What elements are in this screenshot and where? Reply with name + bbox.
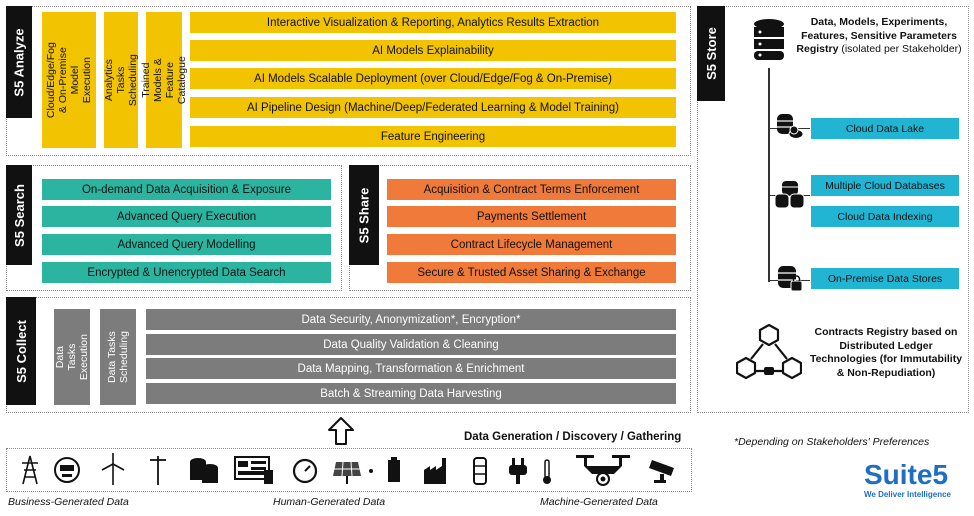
store-tree-line (768, 68, 770, 282)
up-arrow-icon (328, 417, 354, 445)
search-bar-acquisition[interactable]: On-demand Data Acquisition & Exposure (42, 179, 331, 200)
utility-pole-icon (150, 456, 166, 485)
collect-bar-quality[interactable]: Data Quality Validation & Cleaning (146, 334, 676, 355)
battery-device-icon (388, 457, 400, 482)
solar-panel-icon (333, 461, 361, 484)
collect-tab[interactable]: S5 Collect (6, 297, 36, 405)
share-bar-contract-terms[interactable]: Acquisition & Contract Terms Enforcement (387, 179, 676, 200)
electric-meter-icon (54, 457, 80, 483)
small-sensor-icon (369, 469, 373, 473)
brand-name: Suite5 (864, 459, 949, 490)
cctv-camera-icon (649, 460, 674, 483)
analyze-bar-feature-engineering[interactable]: Feature Engineering (190, 126, 676, 147)
store-on-premise-data-stores[interactable]: On-Premise Data Stores (811, 268, 959, 289)
store-tab[interactable]: S5 Store (697, 6, 725, 101)
contracts-title: Contracts Registry based on Distributed … (809, 326, 958, 366)
data-tasks-execution-box[interactable]: Data Tasks Execution (54, 309, 90, 405)
contracts-note: (for Immutability & Non-Repudiation) (836, 353, 963, 379)
analyze-bar-pipeline[interactable]: AI Pipeline Design (Machine/Deep/Federat… (190, 97, 676, 118)
search-bar-query-execution[interactable]: Advanced Query Execution (42, 206, 331, 227)
machine-generated-label: Machine-Generated Data (540, 496, 658, 508)
search-bar-data-search[interactable]: Encrypted & Unencrypted Data Search (42, 262, 331, 283)
analyze-bar-deployment[interactable]: AI Models Scalable Deployment (over Clou… (190, 68, 676, 89)
search-bar-query-modelling[interactable]: Advanced Query Modelling (42, 234, 331, 255)
registry-line-3: Registry (796, 43, 839, 56)
store-cloud-data-indexing[interactable]: Cloud Data Indexing (811, 206, 959, 227)
plug-icon (509, 458, 527, 484)
registry-text: Data, Models, Experiments, Features, Sen… (793, 16, 965, 57)
collect-bar-security[interactable]: Data Security, Anonymization*, Encryptio… (146, 309, 676, 330)
analyze-tab[interactable]: S5 Analyze (6, 6, 32, 118)
share-bar-lifecycle[interactable]: Contract Lifecycle Management (387, 234, 676, 255)
share-bar-asset-sharing[interactable]: Secure & Trusted Asset Sharing & Exchang… (387, 262, 676, 283)
data-tasks-scheduling-box[interactable]: Data Tasks Scheduling (100, 309, 136, 405)
store-branch-2 (768, 195, 810, 196)
data-generation-label: Data Generation / Discovery / Gathering (464, 431, 682, 443)
share-tab[interactable]: S5 Share (349, 165, 379, 265)
drone-icon (576, 455, 630, 486)
blockchain-icon (736, 323, 802, 380)
search-tab[interactable]: S5 Search (6, 165, 32, 265)
thermometer-icon (543, 459, 551, 484)
database-stack-icon (190, 458, 218, 483)
store-multiple-cloud-databases[interactable]: Multiple Cloud Databases (811, 175, 959, 196)
footnote: *Depending on Stakeholders' Preferences (734, 436, 930, 448)
registry-note: (isolated per Stakeholder) (838, 43, 962, 56)
brand-tagline: We Deliver Intelligence (864, 490, 951, 499)
factory-icon (424, 458, 446, 484)
speedometer-icon (292, 458, 318, 484)
registry-line-1: Data, Models, Experiments, (810, 16, 948, 28)
store-cloud-data-lake[interactable]: Cloud Data Lake (811, 118, 959, 139)
collect-bar-mapping[interactable]: Data Mapping, Transformation & Enrichmen… (146, 358, 676, 379)
analyze-bar-visualization[interactable]: Interactive Visualization & Reporting, A… (190, 12, 676, 33)
registry-database-icon (754, 19, 784, 60)
analyze-bar-explainability[interactable]: AI Models Explainability (190, 40, 676, 61)
dashboard-monitor-icon (234, 456, 273, 484)
cylinder-tank-icon (473, 457, 487, 485)
business-generated-label: Business-Generated Data (8, 496, 129, 508)
model-execution-box[interactable]: Cloud/Edge/Fog & On-Premise Model Execut… (42, 12, 96, 148)
registry-line-2: Features, Sensitive Parameters (801, 29, 957, 42)
contracts-registry-text: Contracts Registry based on Distributed … (806, 326, 966, 381)
cloud-database-icon (777, 114, 804, 139)
analytics-scheduling-box[interactable]: Analytics Tasks Scheduling (103, 12, 139, 148)
brand-logo[interactable]: Suite5 We Deliver Intelligence (864, 460, 972, 510)
wind-turbine-icon (101, 453, 125, 485)
on-premise-database-icon (778, 266, 803, 292)
human-generated-label: Human-Generated Data (273, 496, 386, 508)
power-tower-icon (22, 455, 38, 485)
trained-models-box[interactable]: Trained Models & Feature Catalogue (140, 12, 188, 148)
collect-bar-harvesting[interactable]: Batch & Streaming Data Harvesting (146, 383, 676, 404)
share-bar-payments[interactable]: Payments Settlement (387, 206, 676, 227)
multiple-databases-icon (774, 181, 805, 209)
